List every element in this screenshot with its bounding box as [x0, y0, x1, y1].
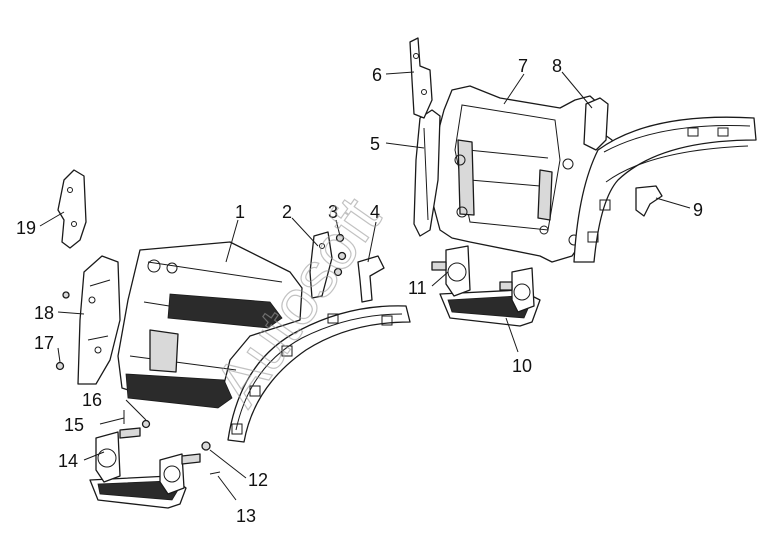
hinge-bracket-8 [583, 97, 609, 151]
callout-12: 12 [248, 470, 268, 490]
callout-9: 9 [693, 200, 703, 220]
callout-1: 1 [235, 202, 245, 222]
upper-bracket-19 [57, 169, 87, 249]
leader-lines [39, 71, 691, 501]
callout-6: 6 [372, 65, 382, 85]
callout-2: 2 [282, 202, 292, 222]
side-cover-18 [77, 255, 121, 385]
callout-3: 3 [328, 202, 338, 222]
callout-11: 11 [408, 278, 427, 298]
right-lower-step-10 [431, 245, 541, 327]
clip-4 [357, 255, 385, 303]
callout-17: 17 [34, 333, 54, 353]
callout-18: 18 [34, 303, 54, 323]
callout-19: 19 [16, 218, 36, 238]
callout-7: 7 [518, 56, 528, 76]
callout-14: 14 [58, 451, 78, 471]
left-lower-step-14 [89, 419, 211, 509]
bracket-5 [413, 109, 441, 237]
callout-16: 16 [82, 390, 102, 410]
pin-13 [209, 471, 221, 475]
callout-13: 13 [236, 506, 256, 526]
right-mudguard-arch [573, 116, 757, 263]
callout-8: 8 [552, 56, 562, 76]
bracket-2 [309, 231, 333, 299]
callout-10: 10 [512, 356, 532, 376]
bracket-6 [409, 37, 433, 119]
callout-5: 5 [370, 134, 380, 154]
left-step-box-1 [117, 241, 303, 409]
nut-17 [55, 361, 65, 371]
callout-labels: 1 2 3 4 5 6 7 8 9 10 11 12 13 14 15 16 1… [16, 56, 703, 526]
angle-bracket-9 [635, 185, 663, 217]
callout-15: 15 [64, 415, 84, 435]
callout-4: 4 [370, 202, 380, 222]
